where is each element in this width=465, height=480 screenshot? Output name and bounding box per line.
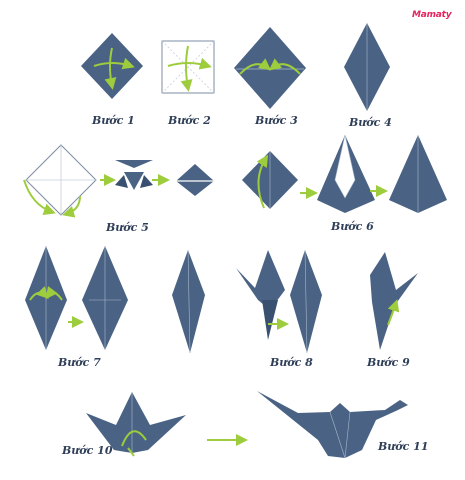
step-8-figure [236,249,322,354]
step-label-11: Bước 11 [378,440,429,453]
step-label-2: Bước 2 [168,114,211,127]
brand-logo: Mamaty [412,10,452,20]
step-10-figure [86,392,248,457]
step-label-6: Bước 6 [331,220,374,233]
step-label-8: Bước 8 [270,356,313,369]
fold-arrow [268,58,301,75]
step-9-figure [370,252,418,350]
neck-tail-fold [370,252,418,350]
step-label-9: Bước 9 [367,356,410,369]
folded-bottom-point [124,172,144,190]
step-2-figure [161,40,215,94]
step-6-figure [242,134,447,213]
step-label-7: Bước 7 [58,356,101,369]
step-7b-figure [172,249,205,354]
step-7-figure [25,246,128,350]
fold-arrow [104,47,117,90]
fold-arrow [93,57,135,70]
step-label-10: Bước 10 [62,444,113,457]
narrow-diamond [172,250,205,353]
fold-arrow [62,195,81,218]
inside-reverse-fold [236,250,285,310]
step-label-4: Bước 4 [349,116,392,129]
fold-arrow [167,57,212,70]
finished-crane [257,391,408,458]
step-label-1: Bước 1 [92,114,135,127]
fold-arrow [180,45,193,92]
fold-arrow [45,286,63,301]
step-5-figure [23,144,214,218]
fold-arrow [239,58,272,75]
fold-arrow [256,154,269,209]
step-label-5: Bước 5 [106,221,149,234]
fold-arrow [23,179,56,216]
brand-tagline-graphic: · · · · · · · · [420,21,435,25]
fold-arrow [387,299,400,326]
step-1-figure [81,33,143,99]
step-3-figure [234,27,306,109]
step-4-figure [344,23,390,111]
wing-arrow [121,430,147,447]
paper-diamond [81,33,143,99]
step-11-figure [257,391,408,459]
small-square-base [176,164,214,196]
paper-diamond [234,27,306,109]
folded-top-flap [115,160,153,168]
crane-with-wings-up [86,392,186,453]
fold-arrow [29,286,49,301]
step-label-3: Bước 3 [255,114,298,127]
